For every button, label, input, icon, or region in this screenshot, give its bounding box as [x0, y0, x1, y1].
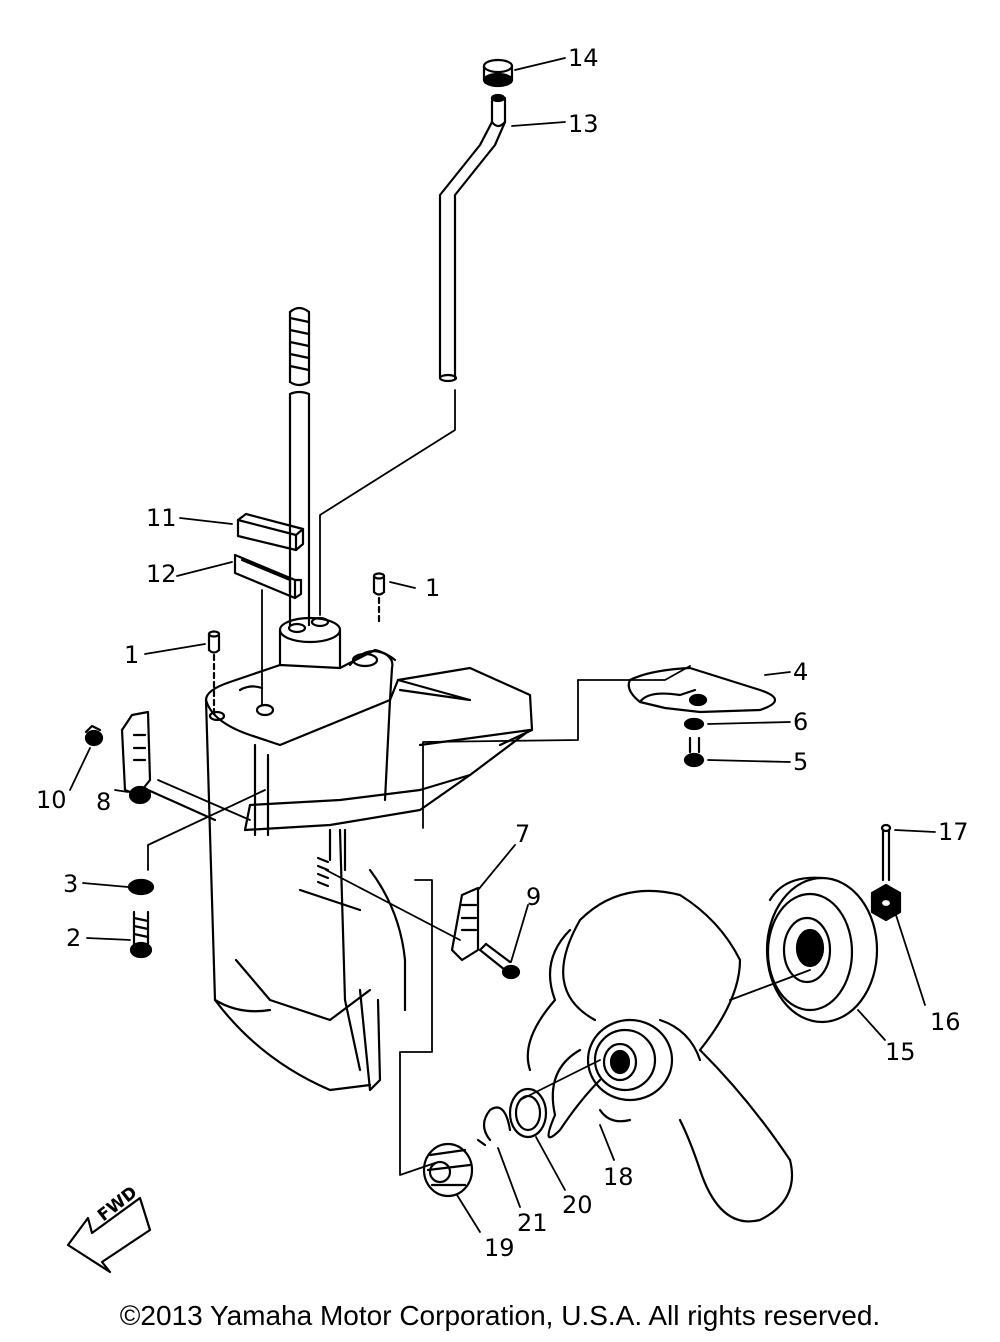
callout-15: 15	[885, 1038, 916, 1066]
part-18-propeller	[526, 889, 794, 1223]
callout-14: 14	[568, 44, 599, 72]
part-19-prop-nut	[422, 1142, 474, 1198]
callout-leaders	[69, 57, 936, 1233]
part-15-spacer	[765, 876, 879, 1024]
callout-8: 8	[96, 788, 112, 816]
part-16-nut	[870, 883, 902, 922]
callout-12: 12	[146, 560, 177, 588]
part-8-anode	[120, 710, 217, 822]
callout-10: 10	[36, 786, 67, 814]
part-4-trim-tab	[627, 666, 777, 714]
part-7-anode	[450, 886, 480, 962]
callout-1-upper: 1	[425, 574, 441, 602]
part-3-washer	[127, 878, 155, 896]
part-10-nut	[84, 724, 104, 747]
part-21-clip	[476, 1106, 512, 1147]
callout-16: 16	[930, 1008, 961, 1036]
callout-11: 11	[146, 504, 177, 532]
copyright-notice: ©2013 Yamaha Motor Corporation, U.S.A. A…	[119, 1300, 881, 1331]
part-1-dowel-pin-upper	[372, 572, 386, 627]
callout-20: 20	[562, 1191, 593, 1219]
callout-17: 17	[938, 818, 969, 846]
part-5-bolt	[683, 736, 705, 768]
callout-18: 18	[603, 1163, 634, 1191]
part-12-seal	[233, 553, 303, 600]
part-9-bolt	[478, 942, 521, 980]
drive-shaft	[288, 306, 311, 627]
callout-21: 21	[517, 1209, 548, 1237]
part-2-bolt	[129, 910, 153, 959]
part-6-washer	[683, 717, 705, 731]
callout-6: 6	[793, 708, 809, 736]
callout-2: 2	[66, 924, 82, 952]
callout-4: 4	[793, 658, 809, 686]
callout-1-left: 1	[124, 641, 140, 669]
callout-5: 5	[793, 748, 809, 776]
part-13-shift-rod	[438, 93, 507, 383]
fwd-arrow-icon	[66, 1196, 152, 1274]
part-17-cotter-pin	[880, 823, 892, 882]
part-14-cap	[482, 58, 514, 88]
callout-13: 13	[568, 110, 599, 138]
assembly-leader-lines	[147, 389, 811, 1176]
callout-9: 9	[526, 883, 542, 911]
callout-7: 7	[515, 820, 531, 848]
callout-19: 19	[484, 1234, 515, 1262]
part-1-dowel-pin-left	[207, 630, 221, 717]
part-11-grommet	[236, 512, 305, 552]
part-20-washer	[508, 1087, 548, 1139]
callout-3: 3	[63, 870, 79, 898]
lower-unit-housing	[204, 616, 534, 1092]
